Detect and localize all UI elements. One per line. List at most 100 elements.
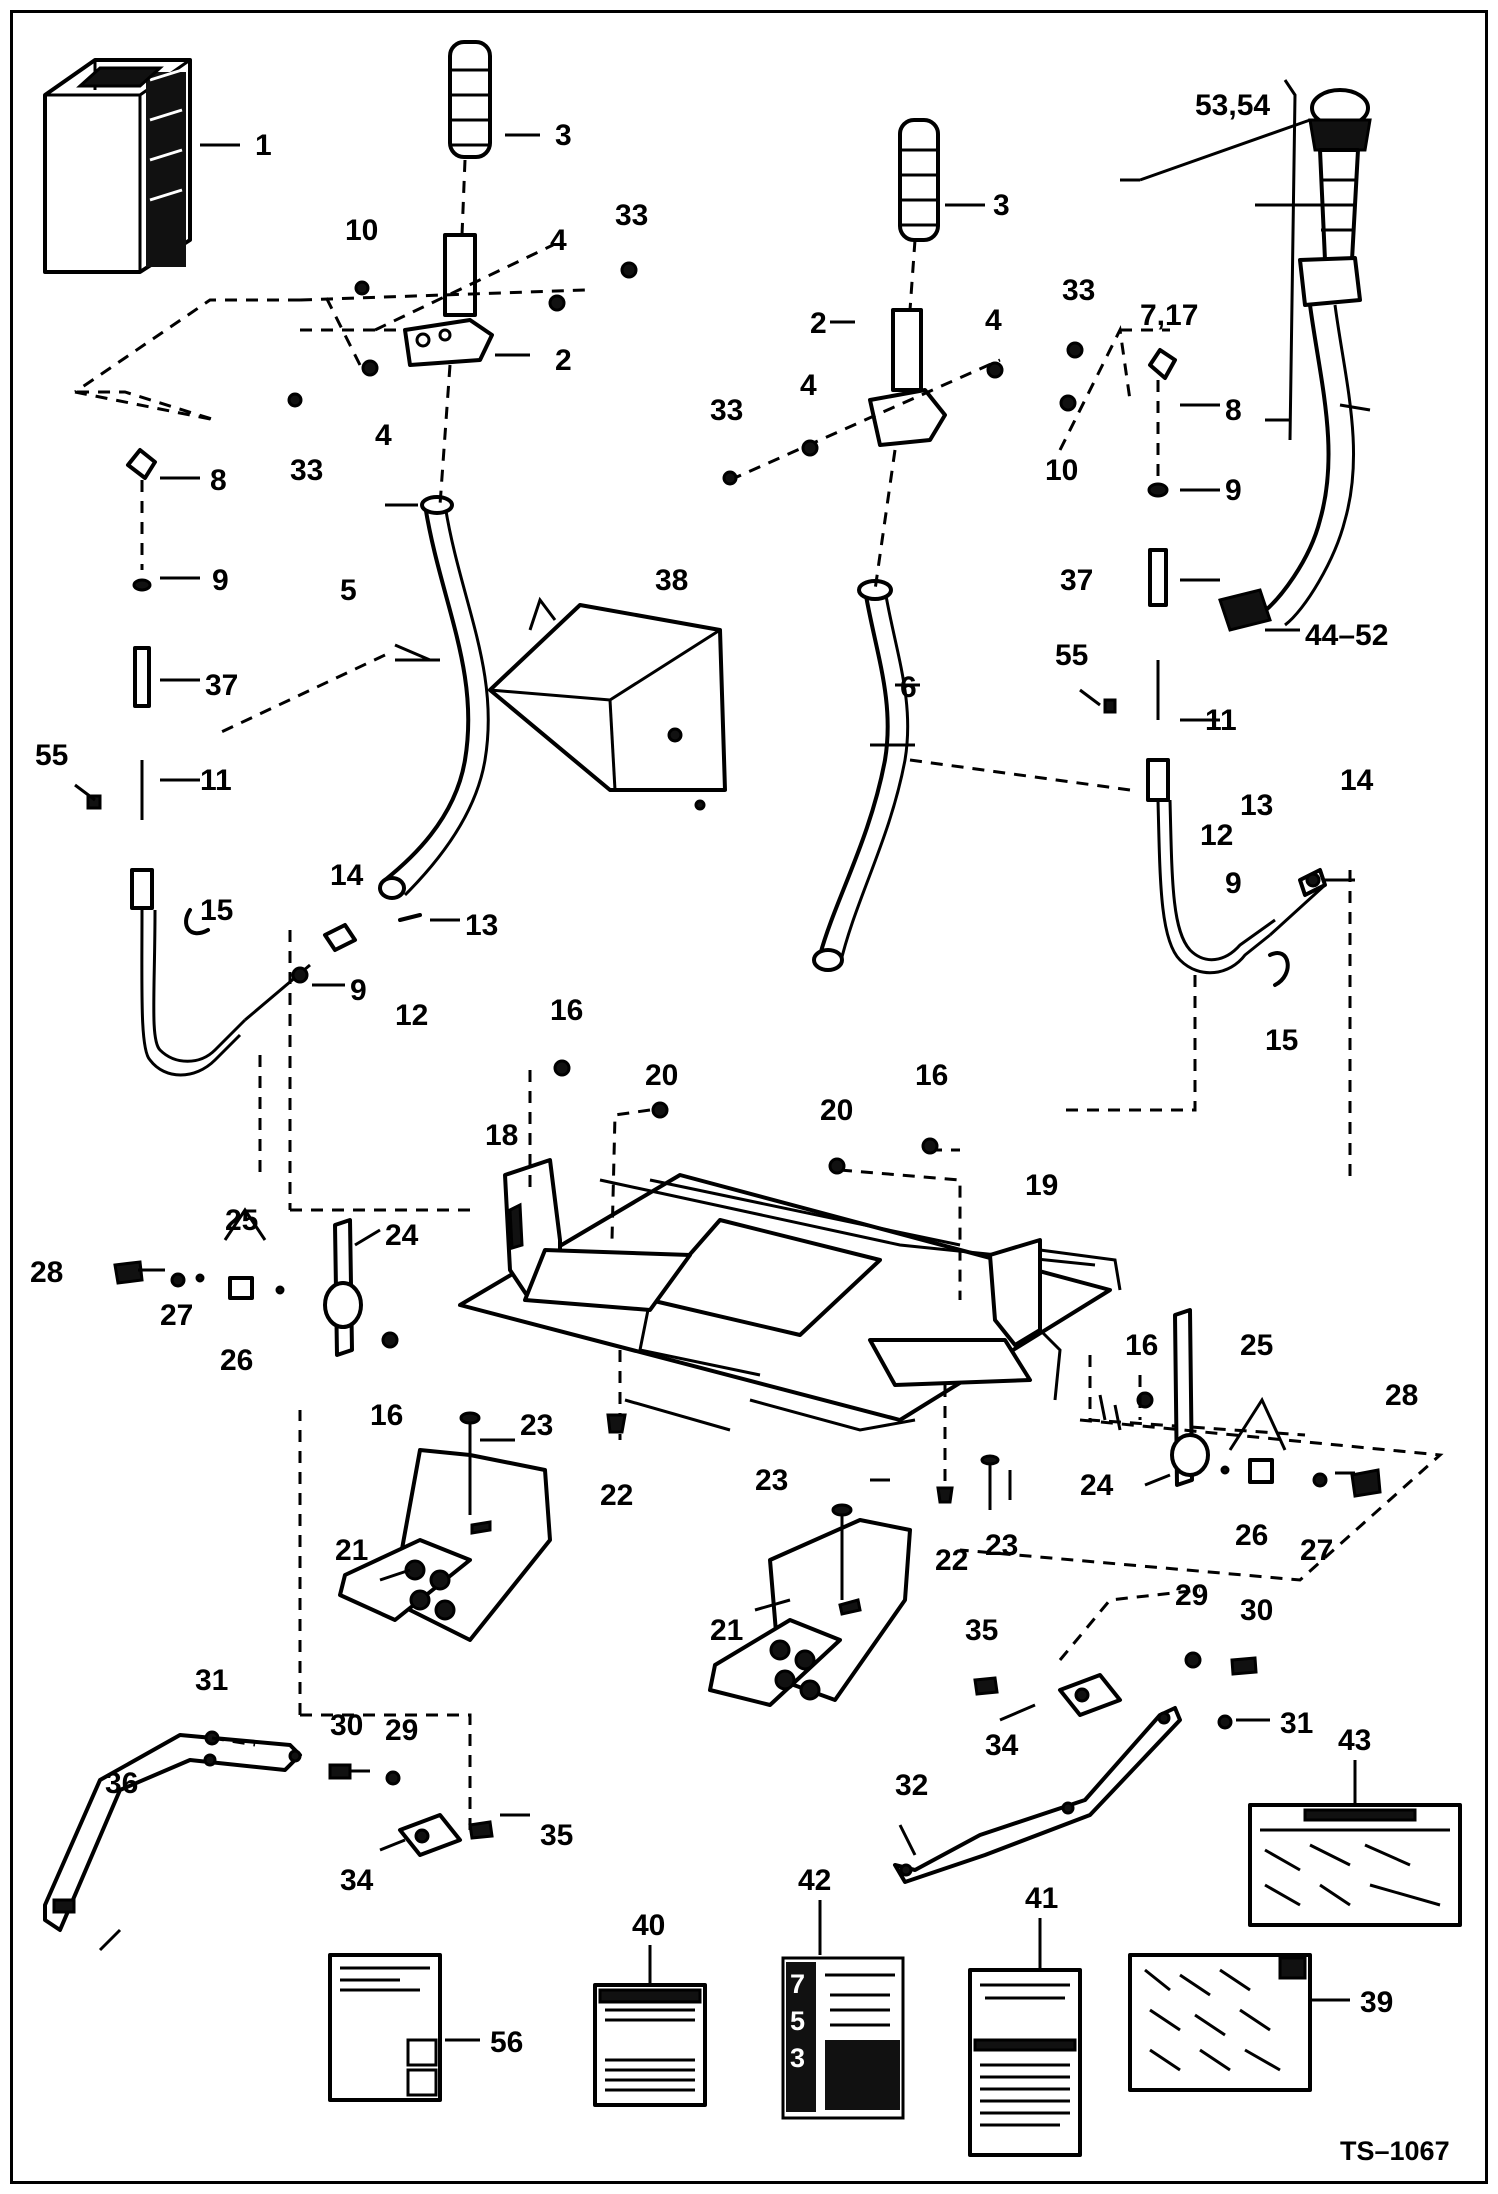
callout-26: 26 [1235, 1519, 1268, 1552]
callout-10: 10 [1045, 454, 1078, 487]
callout-23: 23 [755, 1464, 788, 1497]
callout-22: 22 [600, 1479, 633, 1512]
right-cable-assembly [1060, 348, 1352, 1180]
part-43-warning-decal [1248, 1803, 1462, 1927]
callout-42: 42 [798, 1864, 831, 1897]
callout-9: 9 [1225, 867, 1242, 900]
callout-13: 13 [465, 909, 498, 942]
callout-9: 9 [1225, 474, 1242, 507]
callout-25: 25 [225, 1204, 258, 1237]
left-cable-assembly [86, 448, 470, 1212]
callout-24: 24 [1080, 1469, 1114, 1502]
callout-56: 56 [490, 2026, 523, 2059]
manual-digit-5: 5 [790, 2006, 805, 2036]
callout-30: 30 [330, 1709, 363, 1742]
callout-3: 3 [555, 119, 572, 152]
callout-34: 34 [340, 1864, 374, 1897]
callout-3: 3 [993, 189, 1010, 222]
callout-18: 18 [485, 1119, 518, 1152]
callout-19: 19 [1025, 1169, 1058, 1202]
callout-26: 26 [220, 1344, 253, 1377]
callout-14: 14 [1340, 764, 1374, 797]
callout-16: 16 [1125, 1329, 1158, 1362]
callout-2: 2 [555, 344, 572, 377]
callout-31: 31 [195, 1664, 228, 1697]
callout-40: 40 [632, 1909, 665, 1942]
part-32-linkage [893, 1706, 1182, 1884]
part-56-decal [328, 1953, 442, 2102]
callout-14: 14 [330, 859, 364, 892]
callout-23: 23 [985, 1529, 1018, 1562]
callout-4: 4 [550, 224, 567, 257]
callout-11: 11 [200, 764, 232, 797]
callout-8: 8 [210, 464, 227, 497]
part-34-plates [298, 1410, 1201, 1857]
callout-33: 33 [710, 394, 743, 427]
callout-16: 16 [915, 1059, 948, 1092]
callout-4: 4 [375, 419, 392, 452]
left-lever-assembly [74, 40, 638, 900]
callout-15: 15 [1265, 1024, 1298, 1057]
bolts-23 [980, 1454, 1000, 1510]
drawing-number: TS–1067 [1340, 2136, 1450, 2166]
callout-30: 30 [1240, 1594, 1273, 1627]
callout-53-54: 53,54 [1195, 89, 1270, 122]
callout-5: 5 [340, 574, 357, 607]
callout-32: 32 [895, 1769, 928, 1802]
callout-28: 28 [30, 1256, 63, 1289]
drawing-border [10, 10, 1488, 2184]
callout-43: 43 [1338, 1724, 1371, 1757]
part-1-manual-box [43, 58, 192, 274]
callout-41: 41 [1025, 1882, 1058, 1915]
callout-1: 1 [255, 129, 272, 162]
callout-4: 4 [800, 369, 817, 402]
part-39-decal-sheet [1128, 1953, 1312, 2092]
callout-55: 55 [35, 739, 68, 772]
right-pivot-assembly [959, 1308, 1444, 1582]
callout-35: 35 [540, 1819, 573, 1852]
callout-21: 21 [335, 1534, 368, 1567]
callout-20: 20 [820, 1094, 853, 1127]
left-pivot-assembly [113, 1207, 363, 1357]
callout-16: 16 [370, 1399, 403, 1432]
callout-38: 38 [655, 564, 688, 597]
callout-22: 22 [935, 1544, 968, 1577]
callout-55: 55 [1055, 639, 1088, 672]
callout-27: 27 [1300, 1534, 1333, 1567]
callout-33: 33 [290, 454, 323, 487]
right-lever-handle [1218, 79, 1372, 632]
part-41-warning-decal [968, 1968, 1082, 2157]
callout-33: 33 [615, 199, 648, 232]
callout-29: 29 [1175, 1579, 1208, 1612]
callout-34: 34 [985, 1729, 1019, 1762]
control-frame [381, 1059, 1306, 1504]
part-40-warning-decal [593, 1983, 707, 2107]
callout-15: 15 [200, 894, 233, 927]
callout-36: 36 [105, 1767, 138, 1800]
callout-11: 11 [1205, 704, 1237, 737]
callout-12: 12 [395, 999, 428, 1032]
part-36-linkage [43, 1730, 302, 1932]
leader-lines [74, 118, 1357, 2042]
center-lever-assembly [722, 118, 1170, 972]
callout-29: 29 [385, 1714, 418, 1747]
part-42-operation-manual: 7 5 3 [781, 1956, 905, 2120]
callout-37: 37 [1060, 564, 1093, 597]
callout-44-52: 44–52 [1305, 619, 1388, 652]
linkage-hardware [328, 1651, 1258, 1840]
callout-8: 8 [1225, 394, 1242, 427]
callout-21: 21 [710, 1614, 743, 1647]
callout-2: 2 [810, 307, 827, 340]
callout-10: 10 [345, 214, 378, 247]
callout-9: 9 [212, 564, 229, 597]
callout-7-17: 7,17 [1140, 299, 1198, 332]
callout-39: 39 [1360, 1986, 1393, 2019]
callout-9: 9 [350, 974, 367, 1007]
callout-35: 35 [965, 1614, 998, 1647]
right-pedal [708, 1503, 912, 1707]
callout-23: 23 [520, 1409, 553, 1442]
part-38-panel [488, 596, 727, 811]
left-pedal [338, 1411, 552, 1642]
callout-4: 4 [985, 304, 1002, 337]
